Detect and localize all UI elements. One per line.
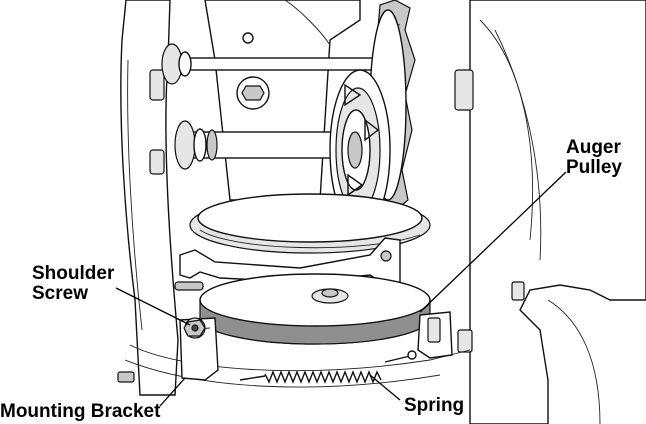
label-mounting-bracket: Mounting Bracket (0, 402, 160, 422)
mounting-bracket-part (117, 317, 219, 383)
right-bracket (417, 311, 453, 359)
right-housing (454, 0, 646, 424)
upper-shaft (161, 43, 376, 85)
label-shoulder-screw: Shoulder Screw (32, 264, 114, 304)
spring-part (239, 350, 417, 384)
upper-disc (189, 193, 431, 254)
label-shoulder-screw-line2: Screw (32, 283, 88, 304)
upper-pulley (329, 69, 391, 231)
leader-auger-pulley (419, 171, 567, 313)
leader-shoulder-screw (115, 287, 191, 326)
label-auger-pulley-line1: Auger (566, 137, 621, 158)
lower-shaft (174, 120, 346, 170)
label-auger-pulley: Auger Pulley (566, 138, 622, 178)
left-frame (120, 0, 179, 396)
label-spring-text: Spring (404, 395, 465, 416)
leader-mounting-bracket (159, 377, 186, 407)
label-mounting-bracket-text: Mounting Bracket (0, 401, 161, 422)
label-auger-pulley-line2: Pulley (566, 157, 622, 178)
label-shoulder-screw-line1: Shoulder (32, 263, 115, 284)
housing-floor (124, 344, 471, 388)
auger-pulley-disc (199, 273, 431, 345)
leader-spring (369, 374, 401, 401)
label-spring: Spring (404, 396, 464, 416)
